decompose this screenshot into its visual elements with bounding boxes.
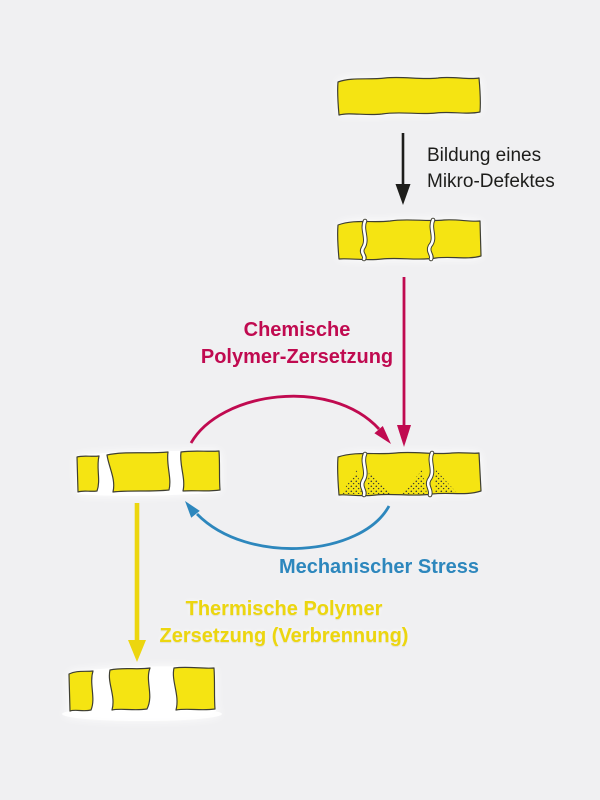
chemical-attack-arrow (397, 277, 411, 447)
membrane-gaps-icon (76, 450, 221, 496)
arrow-head (185, 501, 200, 518)
arrow-head (374, 426, 391, 444)
thermal-arrow (128, 503, 146, 662)
erosion-stipple-patch (341, 470, 362, 494)
crack-line (360, 452, 367, 497)
crack-line (360, 219, 367, 261)
arrow-head (128, 640, 146, 662)
crack-line (426, 451, 434, 497)
membrane-intact-icon (336, 76, 482, 116)
chemical-decomposition-label: Chemische Polymer-Zersetzung (200, 319, 394, 368)
membrane-segment (76, 455, 100, 493)
micro-defect-label: Bildung eines Mikro-Defektes (427, 145, 555, 192)
membrane-burned-icon (62, 666, 222, 721)
membrane-segment (106, 451, 171, 493)
membrane-segment (172, 666, 216, 711)
membrane-segment (180, 450, 221, 492)
erosion-stipple-patch (367, 471, 392, 494)
membrane-segment (108, 667, 151, 711)
membrane-segment (68, 670, 94, 712)
mechanical-stress-label: Mechanischer Stress (278, 556, 480, 578)
membrane-segment (336, 76, 482, 116)
arrow-head (395, 184, 411, 205)
thermal-decomposition-label: Thermische Polymer Zersetzung (Verbrennu… (159, 598, 409, 647)
chemical-cycle-arc (189, 394, 391, 444)
membrane-segment (336, 219, 482, 261)
arc-shaft (196, 505, 391, 550)
erosion-stipple-patch (434, 470, 458, 494)
micro-defect-arrow (395, 133, 411, 205)
crack-line (427, 218, 435, 261)
arrow-head (397, 425, 411, 447)
membrane-micro-cracks-icon (336, 217, 482, 262)
mechanical-stress-arc (185, 501, 391, 550)
arc-shaft (189, 394, 381, 444)
erosion-stipple-patch (402, 470, 427, 494)
membrane-eroded-cracks-icon (336, 450, 482, 498)
